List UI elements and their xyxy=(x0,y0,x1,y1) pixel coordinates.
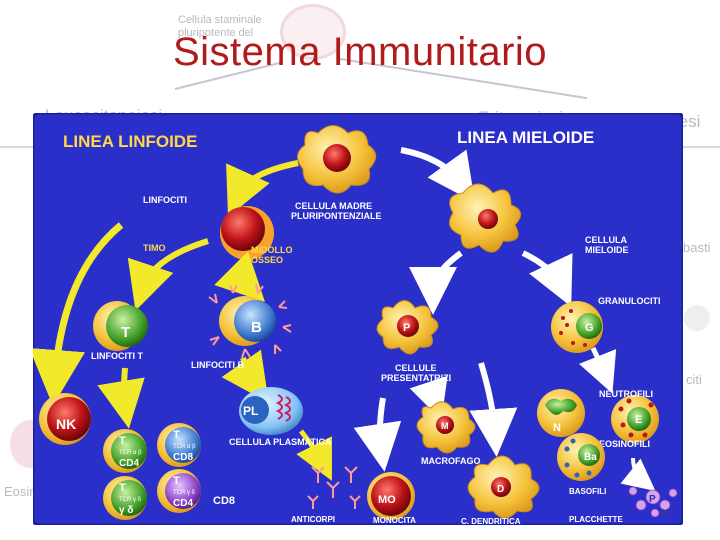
t-cd4-letter: T xyxy=(119,435,126,447)
arrow-to-b xyxy=(214,251,265,302)
p-cell-letter: P xyxy=(403,322,410,334)
mo-cell-letters: MO xyxy=(378,494,396,506)
arrow-to-t xyxy=(127,238,209,311)
presenting-cell xyxy=(376,300,439,355)
t-cd8-tcr: TCR α β xyxy=(173,444,196,450)
bg-stem-cell-shape xyxy=(280,4,346,60)
b-lymphocytes-label: LINFOCITI B xyxy=(191,360,244,370)
bg-side-label: basti xyxy=(683,240,711,255)
bone-marrow-label-1: MIDOLLO xyxy=(251,245,293,255)
t-gd-tcr: TCR γ δ xyxy=(119,497,142,503)
bg-bottom-left-label: Eosin xyxy=(4,484,37,499)
monocyte-label: MONOCITA xyxy=(373,516,416,525)
bg-stem-cell-label-1: Cellula staminale xyxy=(178,14,262,26)
neutrophils-label: NEUTROFILI xyxy=(599,389,653,399)
b-lymphocyte-cell xyxy=(208,283,292,359)
arrow-to-neutrophils xyxy=(579,346,617,394)
stem-cell-label-2: PLURIPONTENZIALE xyxy=(291,211,382,221)
presenting-cells-label-2: PRESENTATRIZI xyxy=(381,373,451,383)
macrophage-label: MACROFAGO xyxy=(421,456,481,466)
arrow-stem-to-lymphocyte xyxy=(226,160,299,217)
myeloid-cell xyxy=(448,183,522,253)
antibodies-label: ANTICORPI xyxy=(291,515,335,524)
t-cd4-purple-tcr: TCR γ δ xyxy=(173,490,196,496)
dendritic-label: C. DENDRITICA xyxy=(461,517,521,525)
basophil-cell xyxy=(557,433,605,481)
granulocytes-label: GRANULOCITI xyxy=(598,296,661,306)
arrow-to-nk xyxy=(33,222,124,406)
cd8-side-label: CD8 xyxy=(213,495,235,507)
platelets-label: PLACCHETTE xyxy=(569,515,623,524)
bg-stem-cell-label-2: pluripotente del xyxy=(178,27,254,39)
nk-cell-letters: NK xyxy=(56,416,76,432)
t-cell-letter: T xyxy=(121,324,130,341)
presenting-cells-label-1: CELLULE xyxy=(395,363,437,373)
t-gd-greek: γ δ xyxy=(119,505,133,516)
arrow-to-monocyte xyxy=(353,397,402,472)
g-cell-letter: G xyxy=(585,322,594,334)
platelets-group xyxy=(628,486,678,518)
t-gd-letter: T xyxy=(119,482,126,494)
platelet-letter: P xyxy=(649,494,656,505)
myeloid-line-title: LINEA MIELOIDE xyxy=(457,128,594,147)
plasma-cell xyxy=(239,387,303,435)
plasma-cell-letter: PL xyxy=(243,404,258,418)
slide-title: Sistema Immunitario xyxy=(172,30,548,74)
b-cell-letter: B xyxy=(251,319,262,336)
n-cell-letter: N xyxy=(553,422,561,434)
m-cell-letter: M xyxy=(441,421,449,431)
monocyte-cell xyxy=(367,472,415,520)
t-gamma-delta-cell xyxy=(103,476,147,520)
d-cell-letter: D xyxy=(497,484,504,495)
t-cd4-purple-cell xyxy=(157,469,201,513)
dendritic-cell xyxy=(467,455,540,519)
arrow-to-dendritic xyxy=(469,362,518,457)
bg-side-label-2: citi xyxy=(686,372,702,387)
t-cd8-cell xyxy=(157,423,201,467)
stem-cell-label-1: CELLULA MADRE xyxy=(295,201,372,211)
plasma-cell-label: CELLULA PLASMATICA xyxy=(229,437,332,447)
arrow-to-presenting xyxy=(409,250,463,315)
t-cd4-tcr: TCR α β xyxy=(119,450,142,456)
e-cell-letter: E xyxy=(635,414,642,426)
thymus-label: TIMO xyxy=(143,243,166,253)
hematopoiesis-diagram: LINEA LINFOIDE LINEA MIELOIDE CELLULA MA… xyxy=(33,113,683,525)
eosinophil-cell xyxy=(611,395,659,443)
bg-cell-shape-right xyxy=(684,305,710,331)
lymphocyte-cell xyxy=(220,206,274,260)
t-cd4-purple-letter: T xyxy=(173,475,180,487)
antibodies-group xyxy=(307,466,361,509)
t-cd4-cell xyxy=(103,429,147,473)
basophils-label: BASOFILI xyxy=(569,487,606,496)
lymphoid-line-title: LINEA LINFOIDE xyxy=(63,132,197,151)
ba-cell-letters: Ba xyxy=(584,452,597,463)
t-cd4-purple-label: CD4 xyxy=(173,498,193,509)
arrow-to-granulocyte xyxy=(521,250,573,307)
myeloid-cell-label-2: MIELOIDE xyxy=(585,245,629,255)
arrow-to-platelets xyxy=(620,457,656,492)
granulocyte-cell xyxy=(551,301,603,353)
myeloid-cell-label-1: CELLULA xyxy=(585,235,627,245)
t-cd4-label: CD4 xyxy=(119,458,139,469)
t-lymphocytes-label: LINFOCITI T xyxy=(91,351,143,361)
arrow-b-to-plasma xyxy=(221,349,269,403)
eosinophils-label: EOSINOFILI xyxy=(599,439,650,449)
pluripotent-stem-cell xyxy=(297,125,377,194)
nk-cell xyxy=(39,393,91,445)
arrow-stem-to-myeloid xyxy=(400,147,476,203)
lymphocytes-label: LINFOCITI xyxy=(143,195,187,205)
bone-marrow-label-2: OSSEO xyxy=(251,255,283,265)
t-cd8-label: CD8 xyxy=(173,452,193,463)
arrow-to-macrophage xyxy=(409,375,448,420)
arrow-plasma-to-antibodies xyxy=(296,429,332,481)
neutrophil-cell xyxy=(537,389,585,437)
arrow-t-to-subtypes xyxy=(97,367,145,429)
t-lymphocyte-cell xyxy=(93,301,148,351)
page-number: 37 xyxy=(660,508,672,519)
macrophage-cell xyxy=(416,401,476,454)
t-cd8-letter: T xyxy=(173,429,180,441)
